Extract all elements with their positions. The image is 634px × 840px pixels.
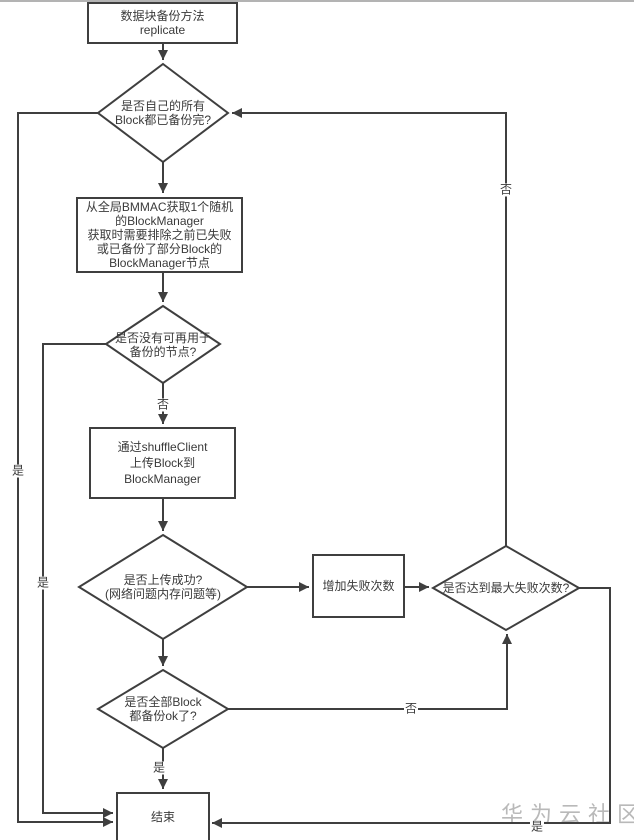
shape-start-box	[87, 2, 238, 44]
edge-d4-yes-to-end	[212, 587, 611, 828]
shape-d1-diamond	[96, 62, 230, 164]
top-border-line	[0, 0, 634, 2]
edge-label-d1-yes: 是	[10, 463, 26, 478]
shape-end-box	[116, 792, 210, 840]
edge-label-d2-no: 否	[155, 397, 171, 412]
edge-label-d4-no: 否	[498, 182, 514, 197]
edge-d4-no-to-d1	[232, 108, 507, 546]
shape-d2-diamond	[104, 304, 222, 385]
shape-d3-diamond	[77, 533, 249, 641]
edge-label-d5-no: 否	[403, 701, 419, 716]
shape-getbm-box	[76, 197, 243, 273]
edge-label-d4-yes: 是	[529, 819, 545, 834]
shape-failcount-box	[312, 554, 405, 618]
edge-label-d2-yes: 是	[35, 575, 51, 590]
shape-upload-box	[89, 427, 236, 499]
edge-d5-no-to-d4	[228, 634, 512, 710]
edge-label-d5-yes: 是	[151, 760, 167, 775]
shape-d5-diamond	[96, 668, 230, 750]
shape-d4-diamond	[430, 544, 582, 632]
